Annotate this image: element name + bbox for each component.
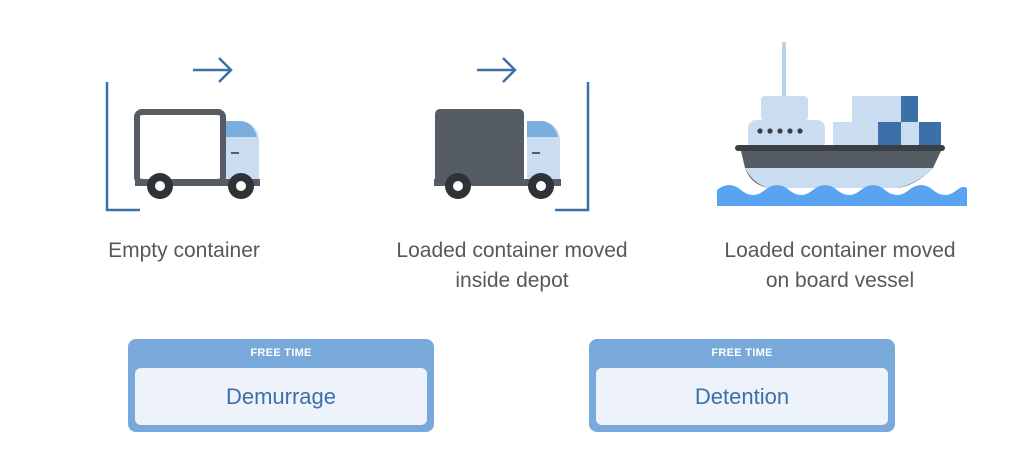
stage-label-line: on board vessel: [765, 269, 915, 292]
demurrage-label: Demurrage: [135, 368, 427, 425]
stage-label-empty: Empty container: [84, 236, 284, 266]
free-time-caption: FREE TIME: [711, 347, 773, 359]
stage-empty-container: [95, 55, 275, 215]
stage-on-board-vessel: [715, 40, 970, 215]
free-time-caption: FREE TIME: [250, 347, 312, 359]
stage-loaded-depot: [420, 55, 600, 215]
loaded-truck-icon: [434, 57, 590, 212]
arrow-right-icon: [477, 57, 517, 83]
stage-label-line: Empty container: [108, 239, 260, 262]
stage-label-line: Loaded container moved: [724, 239, 956, 262]
detention-box: FREE TIME Detention: [589, 339, 895, 432]
water-waves: [717, 185, 967, 206]
empty-truck-icon: [105, 57, 260, 212]
stage-label-line: inside depot: [455, 269, 569, 292]
stage-label-depot: Loaded container moved inside depot: [362, 236, 662, 296]
stage-label-line: Loaded container moved: [396, 239, 628, 262]
demurrage-box: FREE TIME Demurrage: [128, 339, 434, 432]
stage-label-vessel: Loaded container moved on board vessel: [690, 236, 990, 296]
cargo-ship-icon: [717, 42, 967, 206]
detention-label: Detention: [596, 368, 888, 425]
arrow-right-icon: [193, 57, 233, 83]
